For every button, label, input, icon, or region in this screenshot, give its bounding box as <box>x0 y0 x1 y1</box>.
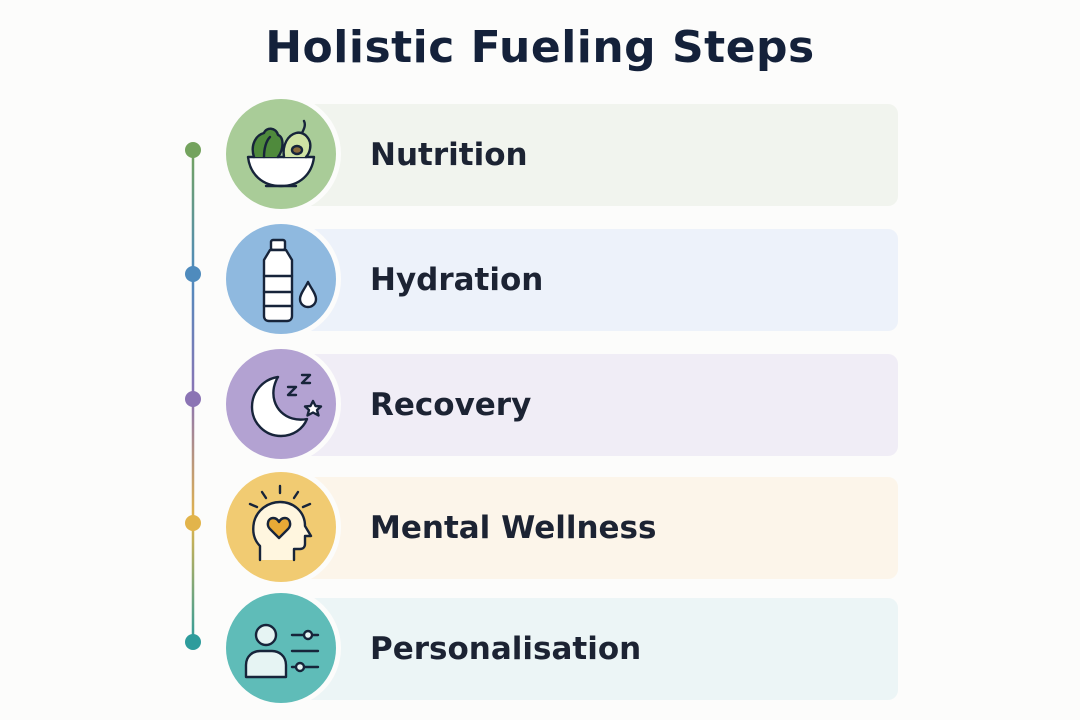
step-mental-wellness: Mental Wellness <box>0 468 1080 588</box>
step-bar <box>280 598 898 700</box>
step-personalisation: Personalisation <box>0 589 1080 709</box>
step-bar <box>280 229 898 331</box>
step-bar <box>280 104 898 206</box>
step-bar <box>280 354 898 456</box>
step-icon-circle <box>226 593 336 703</box>
step-label: Nutrition <box>370 137 528 173</box>
step-label: Recovery <box>370 387 532 423</box>
step-recovery: Recovery <box>0 345 1080 465</box>
user-settings-icon <box>244 623 320 679</box>
moon-sleep-icon <box>250 373 323 438</box>
step-icon-circle <box>226 99 336 209</box>
step-nutrition: Nutrition <box>0 95 1080 215</box>
step-label: Personalisation <box>370 631 642 667</box>
page-title: Holistic Fueling Steps <box>265 22 815 73</box>
step-icon-circle <box>226 349 336 459</box>
step-icon-circle <box>226 472 336 582</box>
step-label: Mental Wellness <box>370 510 657 546</box>
step-icon-circle <box>226 224 336 334</box>
step-hydration: Hydration <box>0 220 1080 340</box>
mind-heart-icon <box>248 484 313 562</box>
step-label: Hydration <box>370 262 544 298</box>
water-bottle-icon <box>262 238 318 323</box>
salad-bowl-icon <box>246 119 316 188</box>
step-bar <box>280 477 898 579</box>
